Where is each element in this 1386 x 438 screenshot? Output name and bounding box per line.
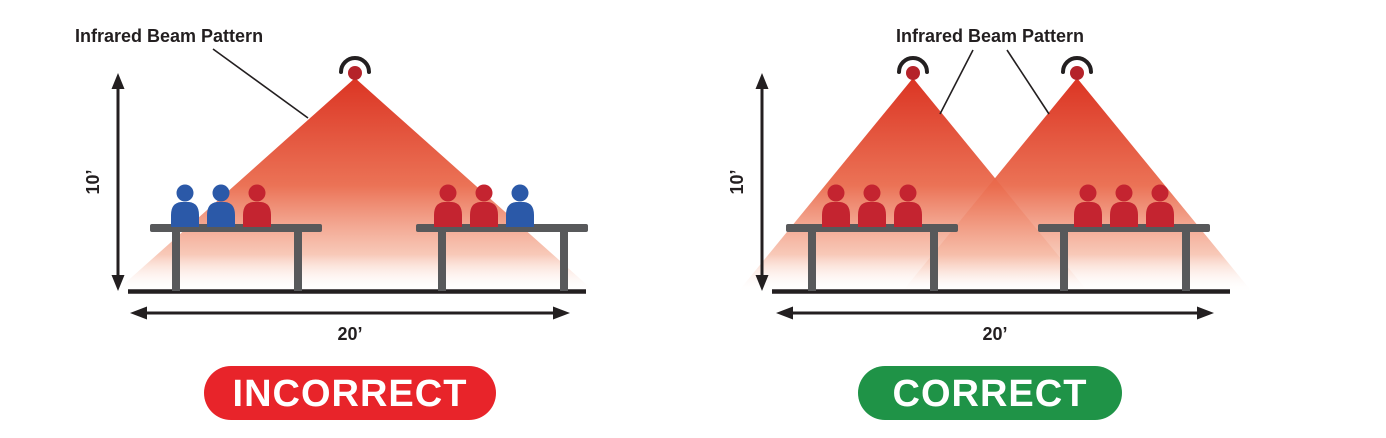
height-label: 10’ [83, 169, 103, 194]
arrow-right-icon [1197, 306, 1214, 320]
emitter-arc-icon [1061, 56, 1093, 74]
person [858, 184, 886, 227]
label-leader-line [212, 48, 309, 119]
width-label: 20’ [337, 324, 362, 344]
person [1074, 184, 1102, 227]
table-leg [560, 232, 568, 291]
arrow-up-icon [111, 73, 125, 89]
person [822, 184, 850, 227]
height-dimension-arrow: 10’ [83, 73, 125, 291]
person-head [475, 184, 493, 202]
verdict-badge-correct: CORRECT [858, 366, 1122, 420]
emitter-arc-icon [897, 56, 929, 74]
table-leg [1182, 232, 1190, 291]
person [207, 184, 235, 227]
badge-background [858, 366, 1122, 420]
table-leg [1060, 232, 1068, 291]
verdict-badge-incorrect: INCORRECT [204, 366, 496, 420]
person-torso [1146, 202, 1174, 227]
person [506, 184, 534, 227]
arrow-right-icon [553, 306, 570, 320]
panel-incorrect: 10’ 20’ Infrared Beam Pattern [75, 26, 596, 420]
table-leg [172, 232, 180, 291]
person-head [212, 184, 230, 202]
person-torso [1110, 202, 1138, 227]
ir-emitter [897, 56, 929, 80]
ir-beam [901, 78, 1253, 293]
table-leg [438, 232, 446, 291]
person-torso [171, 202, 199, 227]
label-leader-line [1006, 49, 1050, 115]
person-torso [470, 202, 498, 227]
height-dimension-arrow: 10’ [727, 73, 769, 291]
person-head [176, 184, 194, 202]
emitter-dot-icon [906, 66, 920, 80]
arrow-down-icon [755, 275, 769, 291]
beam-pattern-label: Infrared Beam Pattern [75, 26, 263, 46]
person-head [1079, 184, 1097, 202]
person-torso [434, 202, 462, 227]
table-leg [930, 232, 938, 291]
arrow-left-icon [130, 306, 147, 320]
height-label: 10’ [727, 169, 747, 194]
person [894, 184, 922, 227]
person-torso [243, 202, 271, 227]
person-head [439, 184, 457, 202]
person [1146, 184, 1174, 227]
badge-background [204, 366, 496, 420]
person [243, 184, 271, 227]
person-torso [822, 202, 850, 227]
ir-emitter [339, 56, 371, 80]
table-leg [808, 232, 816, 291]
person-head [1115, 184, 1133, 202]
person-head [863, 184, 881, 202]
person [1110, 184, 1138, 227]
person-torso [894, 202, 922, 227]
emitter-arc-icon [339, 56, 371, 74]
beam-pattern-label: Infrared Beam Pattern [896, 26, 1084, 46]
width-dimension-arrow: 20’ [130, 306, 570, 344]
badge-label: CORRECT [893, 373, 1088, 415]
person-head [899, 184, 917, 202]
badge-label: INCORRECT [233, 373, 468, 415]
emitter-dot-icon [1070, 66, 1084, 80]
emitter-dot-icon [348, 66, 362, 80]
label-leader-line [939, 49, 974, 115]
person-torso [207, 202, 235, 227]
panel-correct: 10’ 20’ Infrared Beam Pattern [727, 26, 1253, 420]
person [470, 184, 498, 227]
person-head [1151, 184, 1169, 202]
arrow-down-icon [111, 275, 125, 291]
ir-beam [114, 78, 596, 293]
person-torso [858, 202, 886, 227]
person-head [248, 184, 266, 202]
person-torso [506, 202, 534, 227]
person-torso [1074, 202, 1102, 227]
person [171, 184, 199, 227]
width-label: 20’ [982, 324, 1007, 344]
table-leg [294, 232, 302, 291]
arrow-left-icon [776, 306, 793, 320]
width-dimension-arrow: 20’ [776, 306, 1214, 344]
ir-emitter [1061, 56, 1093, 80]
person-head [511, 184, 529, 202]
arrow-up-icon [755, 73, 769, 89]
person-head [827, 184, 845, 202]
person [434, 184, 462, 227]
